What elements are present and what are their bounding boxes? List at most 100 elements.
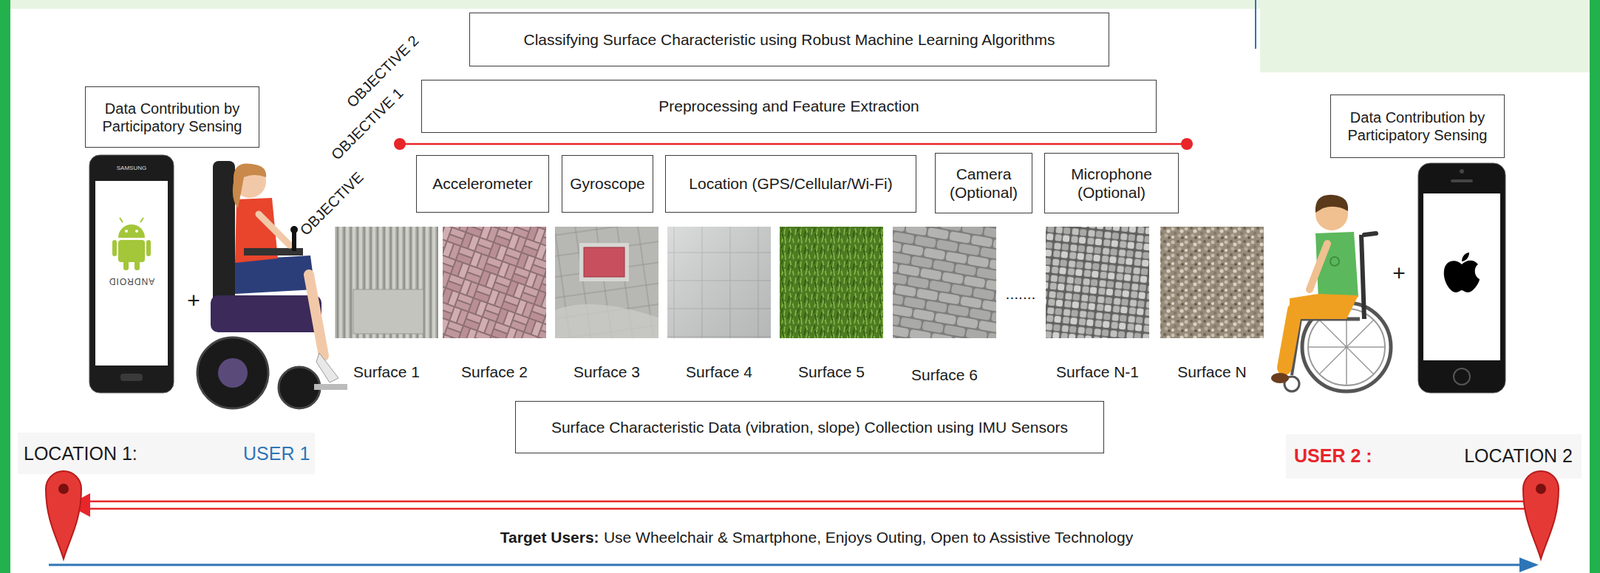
wheelchair-user-1-part <box>278 367 320 409</box>
box-text: Camera (Optional) <box>941 164 1026 202</box>
surface-photos-part <box>555 226 659 339</box>
wheelchair-user-2-part <box>1271 373 1289 384</box>
surface-photos-part <box>1045 226 1150 339</box>
surface-caption: Surface 5 <box>798 363 865 382</box>
route-arrows-part <box>48 564 1523 567</box>
collection-box: Surface Characteristic Data (vibration, … <box>515 401 1105 454</box>
box-text: Gyroscope <box>569 174 646 193</box>
surface-caption: Surface 1 <box>353 363 420 382</box>
target-users-text: Use Wheelchair & Smartphone, Enjoys Outi… <box>603 529 1133 547</box>
wheelchair-user-1-part <box>290 226 298 234</box>
phone-logo-text: ANDROID <box>108 275 155 287</box>
surface-photos-part <box>892 226 997 339</box>
user-label: USER 1 <box>243 443 310 465</box>
iphone-part <box>1423 193 1501 361</box>
plus-sign: + <box>186 288 201 315</box>
process-box: Preprocessing and Feature Extraction <box>421 79 1157 134</box>
route-arrows-part <box>87 501 1530 504</box>
route-arrows <box>48 493 1539 573</box>
android-phone-part <box>95 181 168 366</box>
android-phone-part <box>134 260 140 271</box>
location-pins-part <box>45 471 82 560</box>
surface-photos-part <box>334 226 439 339</box>
surface-photos-part <box>353 289 424 335</box>
plus-sign: + <box>1392 260 1406 287</box>
user-label: USER 2 : <box>1294 445 1373 468</box>
surface-caption: Surface 2 <box>461 363 528 382</box>
location-label: LOCATION 1: <box>23 443 138 465</box>
location-pins-part <box>1523 471 1559 560</box>
surface-photos-part <box>779 226 884 339</box>
box-text: Preprocessing and Feature Extraction <box>658 96 920 116</box>
surface-photos-part <box>583 247 625 278</box>
objective-divider-part <box>393 138 406 151</box>
wheelchair-user-1-part <box>197 337 269 409</box>
wheelchair-user-2-part <box>1330 257 1340 267</box>
surface-caption: Surface N-1 <box>1056 363 1139 382</box>
surface-caption: Surface 3 <box>573 363 640 382</box>
route-arrows-part <box>1519 557 1539 573</box>
box-text: Surface Characteristic Data (vibration, … <box>551 418 1068 437</box>
surface-photos-part <box>442 226 547 339</box>
frame-part <box>10 0 1590 573</box>
wheelchair-user-1-part <box>210 295 322 333</box>
phone-brand: SAMSUNG <box>116 164 147 172</box>
box-text: Data Contribution by Participatory Sensi… <box>91 99 253 136</box>
box-text: Accelerometer <box>432 174 533 193</box>
iphone-part <box>1453 368 1470 386</box>
wheelchair-user-2 <box>1271 195 1391 392</box>
source-box: Data Contribution by Participatory Sensi… <box>1330 94 1505 159</box>
box-text: Data Contribution by Participatory Sensi… <box>1336 108 1499 145</box>
surface-photos-part <box>667 226 771 339</box>
route-arrows-part <box>87 508 1530 511</box>
frame-part <box>17 433 315 475</box>
objective-label: OBJECTIVE <box>297 169 368 240</box>
wheelchair-user-1-part <box>314 384 348 391</box>
wheelchair-user-2-part <box>1309 243 1328 290</box>
surface-caption: Surface 6 <box>911 366 978 385</box>
android-phone-part <box>135 229 139 233</box>
android-phone-part <box>119 218 123 223</box>
wheelchair-user-1-part <box>316 353 339 383</box>
android-phone-part <box>89 155 174 394</box>
surface-photos <box>334 226 1264 339</box>
sensor-box: Location (GPS/Cellular/Wi-Fi) <box>665 155 917 213</box>
iphone-part <box>1450 179 1473 183</box>
box-text: Microphone (Optional) <box>1050 164 1173 202</box>
android-phone-part <box>118 240 145 263</box>
target-users-heading: Target Users: <box>500 529 600 547</box>
iphone <box>1418 163 1506 394</box>
surface-caption: Surface N <box>1177 363 1247 382</box>
wheelchair-user-1-part <box>218 358 248 388</box>
sensor-box: Microphone (Optional) <box>1044 152 1179 214</box>
location-pins-part <box>58 484 69 495</box>
surface-photos-part <box>667 226 771 339</box>
android-phone-part <box>120 373 143 382</box>
android-phone-part <box>118 224 145 238</box>
iphone-part <box>1418 163 1506 394</box>
surface-caption: Surface 4 <box>685 363 753 382</box>
sensor-box: Accelerometer <box>416 155 550 213</box>
wheelchair-user-1-part <box>258 214 290 246</box>
wheelchair-user-1-part <box>212 161 236 306</box>
sensor-box: Gyroscope <box>561 155 654 213</box>
objective-divider-part <box>399 143 1187 146</box>
wheelchair-user-1-part <box>308 274 324 357</box>
frame-part <box>1254 0 1257 49</box>
wheelchair-user-2-part <box>1364 233 1377 236</box>
frame-part <box>1260 0 1590 73</box>
iphone-part <box>1461 252 1470 262</box>
iphone-part <box>1444 260 1480 293</box>
surface-photos-part <box>555 304 659 339</box>
objective-box: Classifying Surface Characteristic using… <box>469 12 1110 67</box>
surface-photos-part <box>1160 226 1264 339</box>
android-phone-part <box>124 229 128 233</box>
android-phone <box>89 155 174 394</box>
wheelchair-user-2-part <box>1284 310 1295 369</box>
wheelchair-user-1-part <box>232 164 267 210</box>
wheelchair-user-2-part <box>1361 235 1365 320</box>
label-row: Target Users:Use Wheelchair & Smartphone… <box>500 529 1133 547</box>
objective-divider-part <box>1180 138 1193 151</box>
